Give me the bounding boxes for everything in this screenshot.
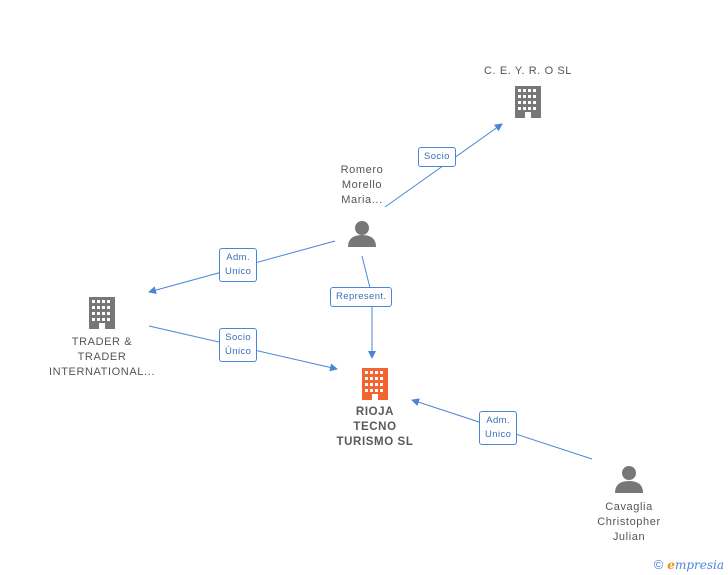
building-icon (515, 86, 541, 118)
node-label-line: TECNO (353, 421, 397, 433)
brand-logo[interactable]: empresia (667, 558, 724, 572)
node-label-trader[interactable]: TRADER & TRADER INTERNATIONAL... (42, 335, 162, 380)
copyright-icon: © (653, 557, 664, 572)
node-label-line: INTERNATIONAL... (49, 366, 155, 378)
node-label-line: Cavaglia (605, 501, 653, 513)
edge-label-line: Único (225, 346, 252, 357)
edge-label-line: Represent. (336, 291, 387, 302)
node-label-ceyro[interactable]: C. E. Y. R. O SL (468, 64, 588, 79)
edge-label-line: Adm. (486, 415, 511, 426)
building-icon (89, 297, 115, 329)
edge-label-adm-unico: Adm. Unico (219, 248, 258, 282)
edge-label-line: Unico (485, 429, 512, 440)
edge-label-adm-unico: Adm. Unico (479, 411, 518, 445)
edge-label-line: Adm. (226, 252, 251, 263)
building-icon (362, 368, 388, 400)
node-label-line: TURISMO SL (336, 436, 414, 448)
footer-brand: ©empresia (654, 557, 724, 572)
node-label-line: Maria... (341, 194, 383, 206)
node-label-line: TRADER (77, 351, 127, 363)
node-label-line: Romero (340, 164, 384, 176)
node-label-romero[interactable]: Romero Morello Maria... (322, 163, 402, 208)
person-icon (348, 221, 376, 247)
edge-romero-to-rioja (361, 255, 376, 359)
edge-label-socio: Socio (418, 147, 456, 167)
edge-label-line: Unico (225, 266, 252, 277)
node-label-line: RIOJA (355, 406, 395, 418)
edge-label-line: Socio (225, 332, 252, 343)
person-icon (615, 466, 643, 493)
edge-label-line: Socio (424, 151, 450, 162)
node-label-line: TRADER & (71, 336, 133, 348)
brand-name: mpresia (674, 558, 724, 572)
node-label-line: Julian (612, 531, 646, 543)
brand-initial: e (667, 558, 675, 572)
node-label-line: Christopher (597, 516, 661, 528)
node-label-line: C. E. Y. R. O SL (483, 65, 573, 77)
edge-label-represent: Represent. (330, 287, 393, 307)
edge-label-socio-unico: Socio Único (219, 328, 258, 362)
node-label-rioja[interactable]: RIOJA TECNO TURISMO SL (323, 405, 427, 450)
node-label-cavaglia[interactable]: Cavaglia Christopher Julian (582, 500, 676, 545)
node-label-line: Morello (341, 179, 383, 191)
